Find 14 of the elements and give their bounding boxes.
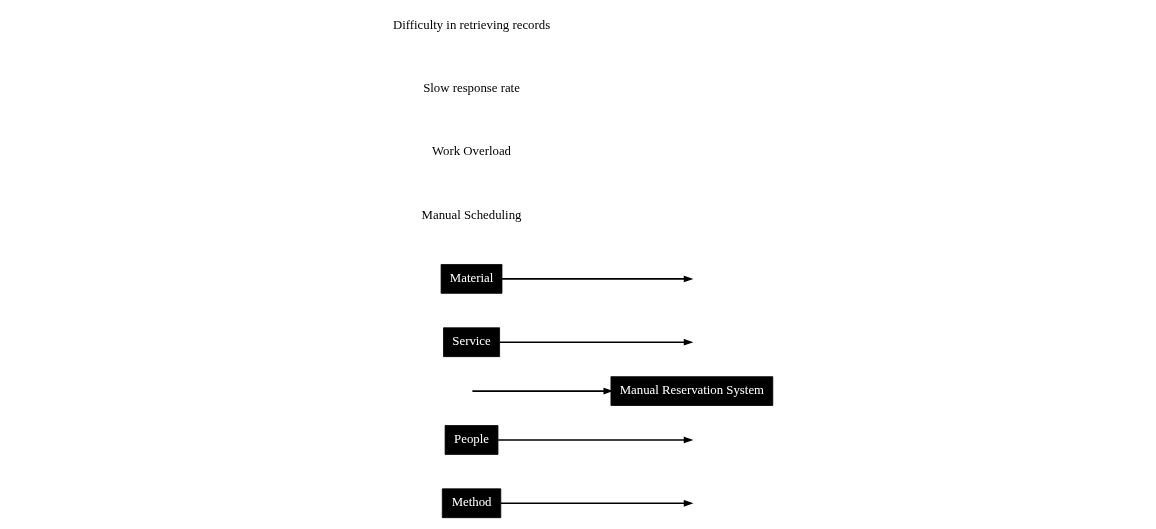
node-box: Material — [440, 264, 502, 294]
arrow — [496, 436, 693, 444]
arrow — [471, 387, 613, 395]
label: Work Overload — [431, 144, 511, 159]
arrow — [498, 338, 693, 346]
node-box: People — [444, 425, 498, 455]
arrow — [500, 275, 693, 283]
node-box: Service — [442, 327, 500, 358]
node-box: Method — [441, 488, 501, 519]
arrow — [499, 499, 693, 507]
label: Difficulty in retrieving records — [392, 17, 550, 32]
label: Slow response rate — [422, 81, 520, 96]
label: Manual Scheduling — [421, 207, 521, 222]
node-box: Manual Reservation System — [610, 376, 773, 406]
